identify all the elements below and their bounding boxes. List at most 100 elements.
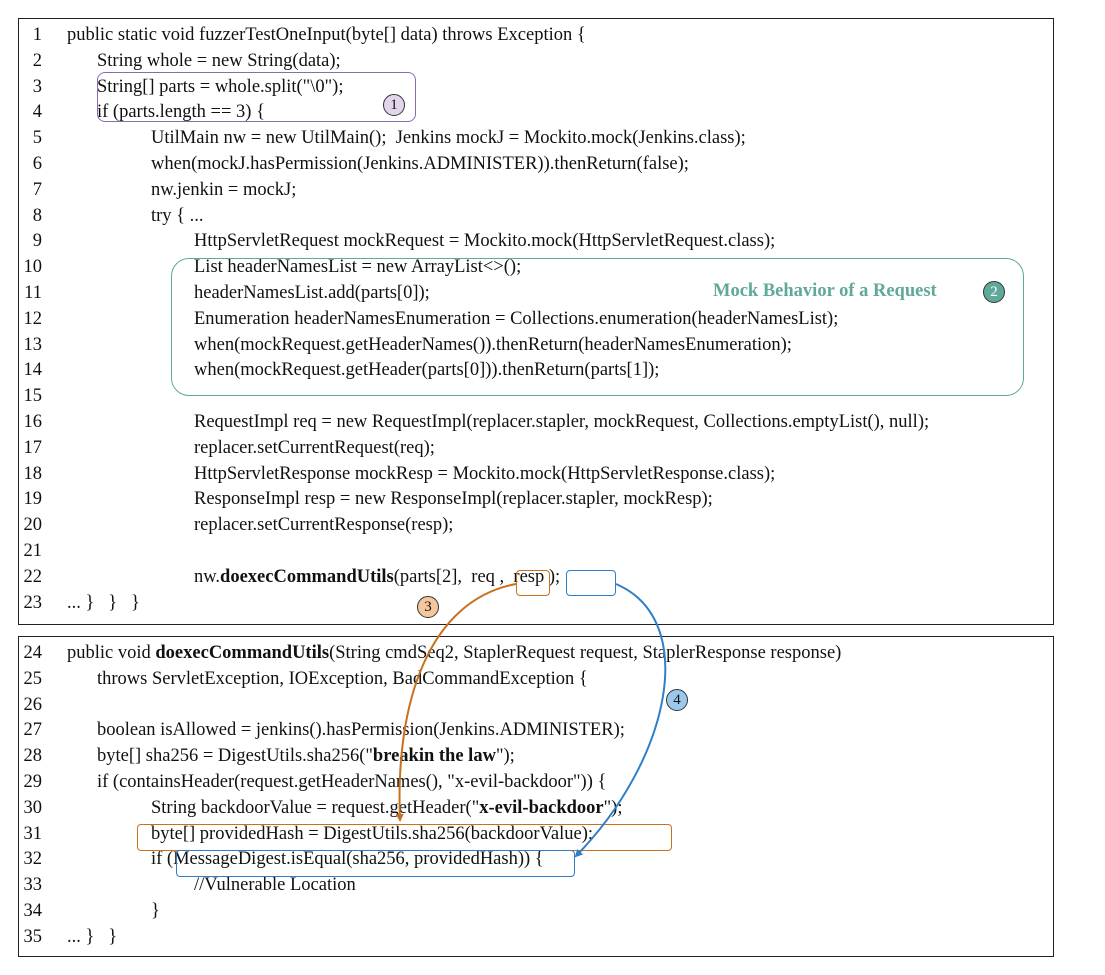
line-number: 9 <box>32 231 42 252</box>
code-line: 31 byte[] providedHash = DigestUtils.sha2… <box>0 821 1100 847</box>
line-number: 22 <box>23 566 43 587</box>
code-text: when(mockJ.hasPermission(Jenkins.ADMINIS… <box>151 154 689 174</box>
code-text: RequestImpl req = new RequestImpl(replac… <box>194 412 930 432</box>
code-text: byte[] sha256 = DigestUtils.sha256("brea… <box>97 746 515 767</box>
code-line: 15 <box>0 383 1100 409</box>
badge-2: 2 <box>983 281 1005 303</box>
code-text: ResponseImpl resp = new ResponseImpl(rep… <box>194 489 713 510</box>
code-line: 1 public static void fuzzerTestOneInput(b… <box>0 22 1100 48</box>
code-text: //Vulnerable Location <box>194 875 356 896</box>
line-number: 4 <box>32 102 42 123</box>
line-number: 19 <box>23 489 43 510</box>
code-text: } <box>151 901 160 921</box>
code-line: 21 <box>0 538 1100 564</box>
line-number: 26 <box>23 694 43 715</box>
code-text: headerNamesList.add(parts[0]); <box>194 283 430 303</box>
line-number: 25 <box>23 668 43 689</box>
line-number: 34 <box>23 901 43 921</box>
code-text: boolean isAllowed = jenkins().hasPermiss… <box>97 720 625 741</box>
code-line: 5 UtilMain nw = new UtilMain(); Jenkins m… <box>0 125 1100 151</box>
mock-request-highlight <box>171 258 1024 396</box>
req-flow-arrow <box>395 583 517 822</box>
line-number: 10 <box>23 257 43 278</box>
split-check-highlight <box>97 72 416 122</box>
code-text: replacer.setCurrentResponse(resp); <box>194 515 454 536</box>
code-text: replacer.setCurrentRequest(req); <box>194 437 435 458</box>
line-number: 11 <box>24 283 42 303</box>
code-text: if (MessageDigest.isEqual(sha256, provid… <box>151 849 544 870</box>
line-number: 20 <box>23 515 43 536</box>
is-equal-highlight <box>176 850 575 877</box>
code-line: 16 RequestImpl req = new RequestImpl(repl… <box>0 409 1100 435</box>
line-number: 27 <box>23 720 43 741</box>
code-text: throws ServletException, IOException, Ba… <box>97 668 588 689</box>
target-code-box <box>18 636 1054 957</box>
line-number: 16 <box>23 412 43 432</box>
code-line: 2 String whole = new String(data); <box>0 48 1100 74</box>
line-number: 21 <box>23 541 43 561</box>
fuzzer-code-box <box>18 18 1054 625</box>
line-number: 1 <box>32 25 42 45</box>
code-text: try { ... <box>151 205 204 226</box>
code-text: if (parts.length == 3) { <box>97 102 265 123</box>
line-number: 24 <box>23 643 43 663</box>
line-number: 2 <box>32 50 42 71</box>
code-text: UtilMain nw = new UtilMain(); Jenkins mo… <box>151 128 746 149</box>
code-line: 35... } } <box>0 924 1100 950</box>
line-number: 8 <box>32 205 42 226</box>
code-text: ... } } } <box>67 592 140 613</box>
line-number: 35 <box>23 926 43 947</box>
code-line: 4 if (parts.length == 3) { <box>0 99 1100 125</box>
line-number: 31 <box>23 823 43 844</box>
line-number: 5 <box>32 128 42 149</box>
resp-arg-highlight <box>566 570 616 596</box>
code-line: 19 ResponseImpl resp = new ResponseImpl(r… <box>0 486 1100 512</box>
code-text: nw.jenkin = mockJ; <box>151 179 297 200</box>
line-number: 17 <box>23 437 43 458</box>
line-number: 33 <box>23 875 43 896</box>
code-line: 11 headerNamesList.add(parts[0]); <box>0 280 1100 306</box>
line-number: 15 <box>23 386 43 407</box>
code-text: String whole = new String(data); <box>97 50 341 71</box>
code-text: public static void fuzzerTestOneInput(by… <box>67 25 586 45</box>
code-text: List headerNamesList = new ArrayList<>()… <box>194 257 522 278</box>
line-number: 3 <box>32 76 42 97</box>
badge-4: 4 <box>666 689 688 711</box>
line-number: 23 <box>23 592 43 613</box>
code-text: HttpServletRequest mockRequest = Mockito… <box>194 231 776 252</box>
line-number: 6 <box>32 154 42 174</box>
code-line: 6 when(mockJ.hasPermission(Jenkins.ADMINI… <box>0 151 1100 177</box>
code-line: 7 nw.jenkin = mockJ; <box>0 177 1100 203</box>
line-number: 13 <box>23 334 43 355</box>
badge-1: 1 <box>383 94 405 116</box>
code-line: 13 when(mockRequest.getHeaderNames()).the… <box>0 332 1100 358</box>
code-line: 17 replacer.setCurrentRequest(req); <box>0 435 1100 461</box>
code-line: 34} <box>0 898 1100 924</box>
code-line: 26 <box>0 692 1100 718</box>
code-text: public void doexecCommandUtils(String cm… <box>67 643 842 663</box>
line-number: 30 <box>23 797 43 818</box>
code-text: String backdoorValue = request.getHeader… <box>151 797 623 818</box>
resp-flow-arrow <box>574 583 667 858</box>
code-line: 33 //Vulnerable Location <box>0 872 1100 898</box>
req-arg-highlight <box>516 570 550 596</box>
code-line: 10 List headerNamesList = new ArrayList<>… <box>0 254 1100 280</box>
code-text: byte[] providedHash = DigestUtils.sha256… <box>151 823 593 844</box>
line-number: 32 <box>23 849 43 870</box>
mock-behavior-label: Mock Behavior of a Request <box>713 281 937 301</box>
line-number: 29 <box>23 772 43 792</box>
code-line: 32 if (MessageDigest.isEqual(sha256, prov… <box>0 846 1100 872</box>
code-line: 27 boolean isAllowed = jenkins().hasPermi… <box>0 717 1100 743</box>
code-text: String[] parts = whole.split("\0"); <box>97 76 344 97</box>
line-number: 18 <box>23 463 43 484</box>
line-number: 7 <box>32 179 42 200</box>
code-line: 30 String backdoorValue = request.getHead… <box>0 795 1100 821</box>
code-text: when(mockRequest.getHeaderNames()).thenR… <box>194 334 792 355</box>
code-line: 3 String[] parts = whole.split("\0"); <box>0 74 1100 100</box>
